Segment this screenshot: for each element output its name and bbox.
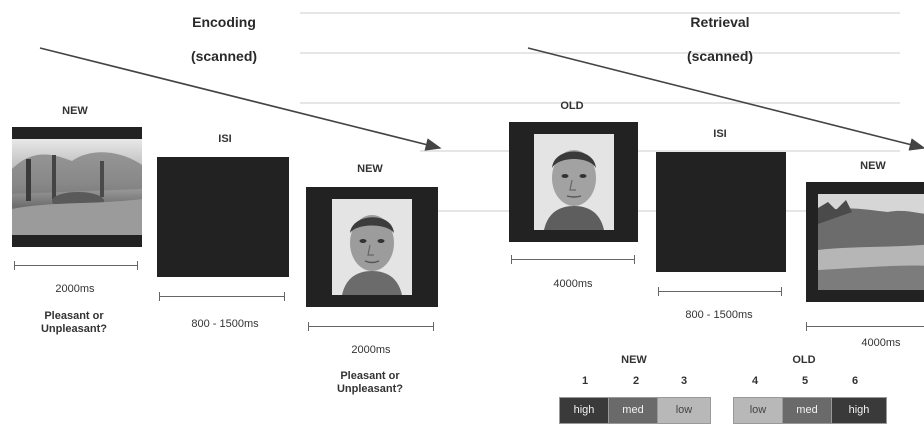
- encoding-trial-3-duration: 2000ms: [351, 344, 391, 356]
- scale-option-3-low-new: low: [657, 397, 711, 424]
- bleed-through-line: [300, 102, 900, 104]
- forest-scene-image: [12, 139, 142, 235]
- retrieval-isi-duration: 800 - 1500ms: [685, 309, 753, 321]
- encoding-trial-1-label: NEW: [62, 105, 88, 117]
- duration-bracket: [14, 261, 138, 270]
- retrieval-time-arrow: [527, 47, 924, 151]
- duration-bracket: [511, 255, 635, 264]
- retrieval-scene-stimulus: [806, 182, 924, 302]
- retrieval-trial-1-label: OLD: [560, 100, 584, 112]
- duration-bracket: [806, 322, 924, 331]
- retrieval-subtitle: (scanned): [686, 48, 754, 64]
- scale-option-2-number: 2: [632, 375, 640, 387]
- face-image: [332, 199, 412, 295]
- scale-option-5-number: 5: [801, 375, 809, 387]
- retrieval-trial-3-label: NEW: [860, 160, 886, 172]
- encoding-trial-1-question-line-2: Unpleasant?: [40, 323, 107, 335]
- duration-bracket: [308, 322, 434, 331]
- encoding-isi-label: ISI: [218, 133, 232, 145]
- scale-option-1-high-new: high: [559, 397, 609, 424]
- encoding-subtitle: (scanned): [190, 48, 258, 64]
- bleed-through-line: [300, 12, 900, 14]
- scale-option-6-high-old: high: [831, 397, 887, 424]
- encoding-scene-stimulus: [12, 127, 142, 247]
- encoding-title: Encoding: [192, 14, 256, 30]
- scale-option-2-med-new: med: [608, 397, 658, 424]
- scale-new-label: NEW: [621, 354, 647, 366]
- scale-option-4-low-old: low: [733, 397, 783, 424]
- duration-bracket: [658, 287, 782, 296]
- encoding-isi-duration: 800 - 1500ms: [191, 318, 259, 330]
- scale-option-5-med-old: med: [782, 397, 832, 424]
- encoding-trial-1-question-line-1: Pleasant or: [44, 310, 104, 322]
- encoding-trial-3-label: NEW: [357, 163, 383, 175]
- retrieval-face-stimulus: [509, 122, 638, 242]
- retrieval-isi-blank-screen: [656, 152, 786, 272]
- encoding-isi-blank-screen: [157, 157, 289, 277]
- river-scene-image: [818, 194, 924, 290]
- encoding-trial-1-duration: 2000ms: [55, 283, 95, 295]
- bleed-through-line: [420, 150, 900, 152]
- retrieval-isi-label: ISI: [713, 128, 727, 140]
- encoding-face-stimulus: [306, 187, 438, 307]
- bleed-through-line: [300, 52, 900, 54]
- retrieval-title: Retrieval: [690, 14, 750, 30]
- encoding-trial-3-question-line-1: Pleasant or: [340, 370, 400, 382]
- encoding-time-arrow: [39, 47, 442, 151]
- retrieval-trial-1-duration: 4000ms: [553, 278, 593, 290]
- retrieval-trial-3-duration: 4000ms: [861, 337, 901, 349]
- scale-option-6-number: 6: [851, 375, 859, 387]
- face-image: [534, 134, 614, 230]
- duration-bracket: [159, 292, 285, 301]
- encoding-trial-3-question-line-2: Unpleasant?: [336, 383, 403, 395]
- scale-option-4-number: 4: [751, 375, 759, 387]
- scale-option-1-number: 1: [581, 375, 589, 387]
- scale-old-label: OLD: [792, 354, 816, 366]
- scale-option-3-number: 3: [680, 375, 688, 387]
